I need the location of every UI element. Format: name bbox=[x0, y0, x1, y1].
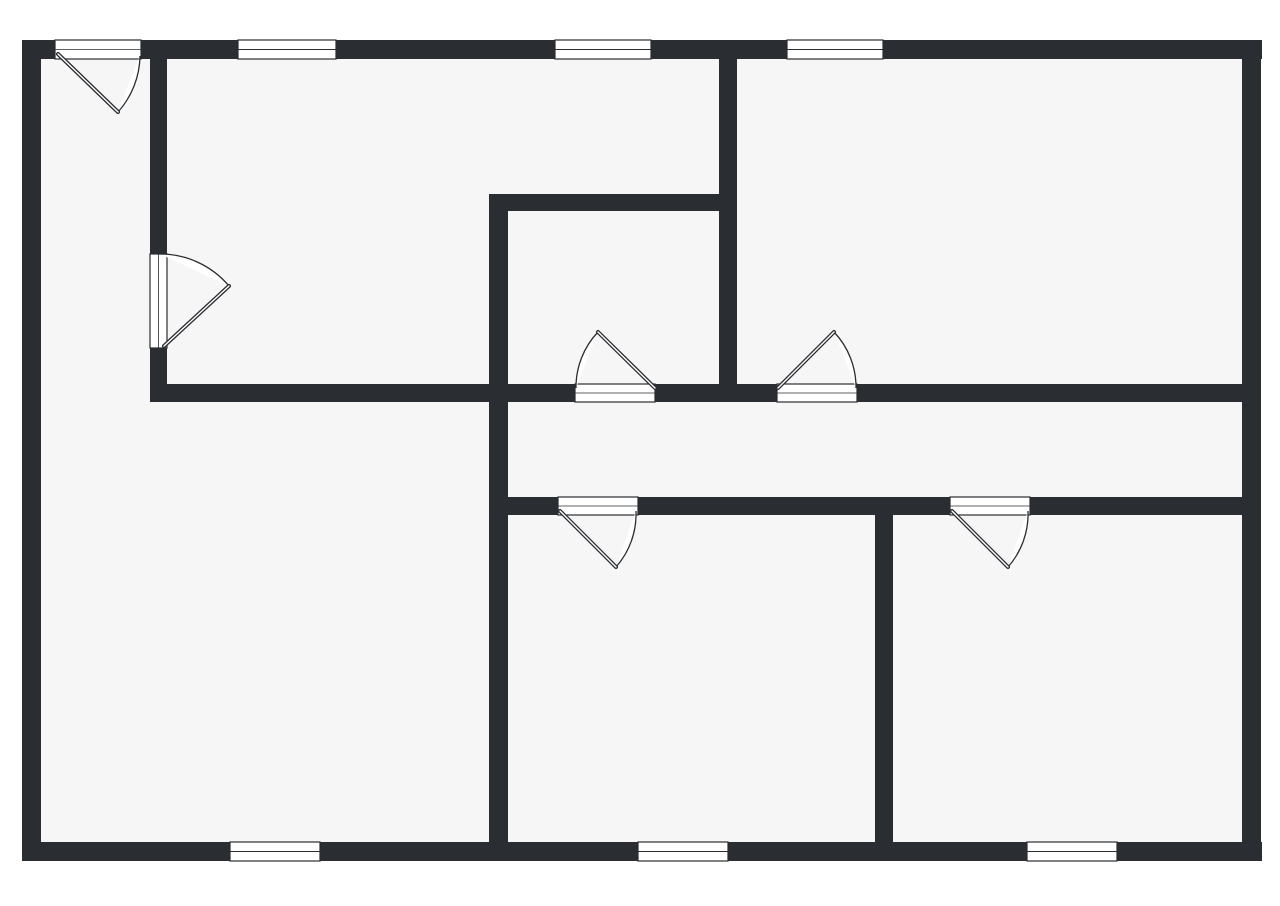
window-top-3 bbox=[786, 39, 884, 60]
wall-top-right-divider bbox=[719, 40, 737, 402]
closet-door bbox=[574, 330, 657, 403]
window-top-2 bbox=[554, 39, 652, 60]
top-right-room bbox=[737, 58, 1242, 385]
bottom-right-room bbox=[893, 515, 1242, 843]
corridor bbox=[507, 400, 1242, 498]
door-leaf-inner bbox=[163, 285, 230, 347]
entrance-door bbox=[54, 39, 142, 114]
door-leaf-inner bbox=[951, 510, 1009, 568]
closet-room bbox=[507, 210, 719, 385]
left-room-door bbox=[149, 253, 231, 349]
door-swing-arc bbox=[575, 331, 599, 389]
wall-row-divider bbox=[150, 384, 1261, 402]
wall-closet-left bbox=[489, 194, 508, 861]
door-leaf-inner bbox=[597, 331, 656, 389]
door-leaf-inner bbox=[777, 331, 835, 389]
door-layer bbox=[54, 39, 1031, 569]
window-bottom-3 bbox=[1026, 841, 1118, 862]
door-swing-arc bbox=[1007, 510, 1029, 568]
door-swing-arc bbox=[833, 331, 857, 389]
wall-closet-top bbox=[489, 194, 737, 211]
door-swing-arc bbox=[117, 55, 141, 113]
floor-layer bbox=[40, 58, 1242, 843]
door-swing-arc bbox=[615, 510, 637, 568]
bottom-middle-room-door bbox=[557, 496, 639, 569]
window-bottom-1 bbox=[229, 841, 321, 862]
window-layer bbox=[229, 39, 1118, 862]
window-bottom-2 bbox=[637, 841, 729, 862]
wall-bottom-divider bbox=[875, 497, 893, 861]
bottom-right-room-door bbox=[949, 496, 1031, 569]
window-top-1 bbox=[237, 39, 337, 60]
bottom-middle-room bbox=[507, 515, 875, 843]
door-swing-arc bbox=[159, 253, 230, 287]
outer-wall-left bbox=[22, 40, 41, 861]
door-leaf-inner bbox=[559, 510, 617, 568]
top-right-room-door bbox=[776, 330, 858, 403]
outer-wall-right bbox=[1242, 40, 1261, 861]
door-leaf-inner bbox=[57, 53, 119, 113]
